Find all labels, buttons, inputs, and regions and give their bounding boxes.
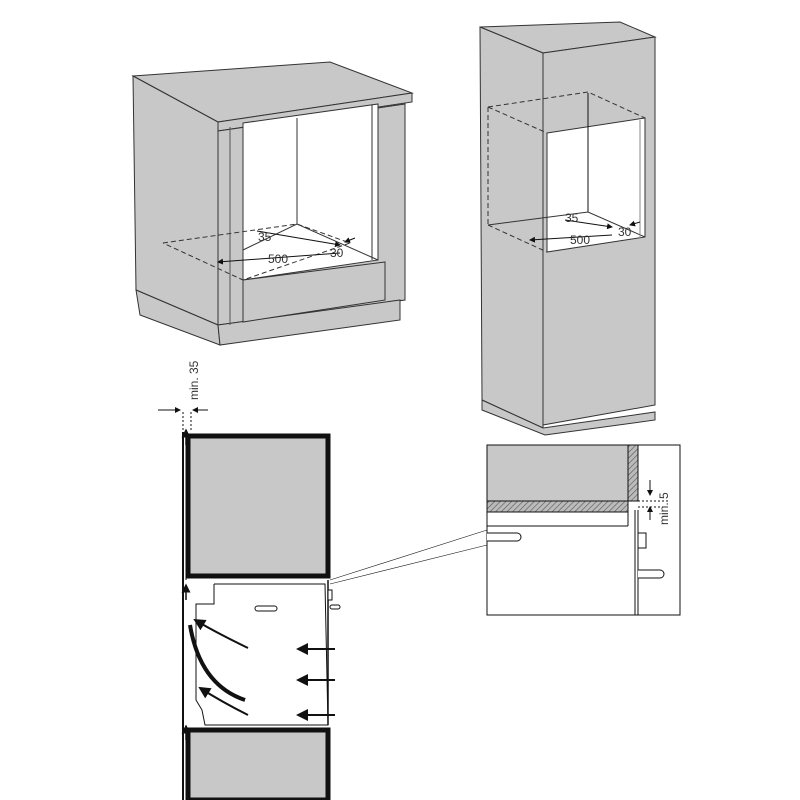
under-counter-cabinet — [131, 61, 414, 346]
section-view — [158, 407, 488, 800]
tall-side — [479, 26, 544, 429]
oven-opening — [242, 103, 379, 281]
detail-inset — [486, 444, 681, 616]
dashed-outline — [162, 223, 352, 281]
inset-cabinet — [486, 444, 629, 502]
upper-cabinet-section — [185, 433, 331, 579]
drawer-panel — [242, 261, 386, 323]
oven-section — [195, 583, 329, 726]
width-label: 500 — [268, 252, 288, 266]
tall-plinth — [481, 399, 656, 436]
tall-side-label: 30 — [618, 225, 632, 239]
depth-label: 35 — [258, 230, 272, 244]
section-gap-label: min. 35 — [187, 360, 201, 400]
tall-depth-label: 35 — [565, 211, 579, 225]
side-label: 30 — [330, 246, 344, 260]
plinth-front — [217, 299, 401, 346]
inset-handle — [638, 569, 665, 579]
inset-shelf-hatch — [486, 500, 629, 513]
inset-vent-slot — [487, 532, 522, 542]
tall-width-label: 500 — [570, 233, 590, 247]
lower-cabinet-section — [185, 727, 331, 800]
inset-side-hatch — [627, 444, 639, 502]
oven-vent-slot — [254, 605, 278, 612]
opening-floor-edge — [242, 223, 379, 261]
detail-gap-label: min. 5 — [657, 492, 671, 525]
tall-cabinet — [479, 21, 657, 436]
